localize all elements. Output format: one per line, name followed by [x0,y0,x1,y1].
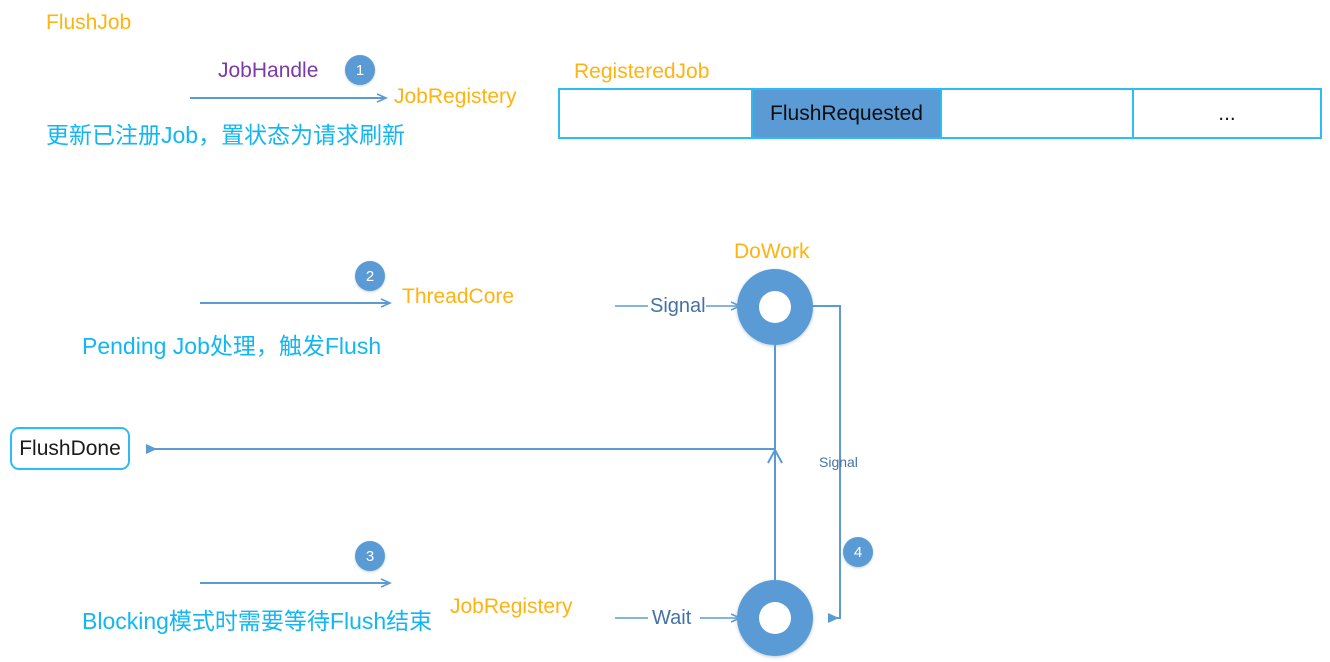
wait-node[interactable] [737,580,813,656]
registered-job-cell-flushrequested[interactable]: FlushRequested [753,90,942,137]
registered-job-title: RegisteredJob [574,60,710,83]
dowork-label: DoWork [734,240,810,263]
step-3-description: Blocking模式时需要等待Flush结束 [82,608,433,634]
wait-to-dowork-line [767,345,783,580]
step-4-badge: 4 [843,537,873,567]
step-2-badge: 2 [355,261,385,291]
registered-job-cell-ellipsis[interactable]: ... [1134,90,1320,137]
registered-job-cell-2[interactable] [942,90,1134,137]
signal-in-label: Signal [650,295,706,317]
registered-job-table: FlushRequested ... [558,88,1322,139]
registered-job-cell-0[interactable] [560,90,753,137]
flushdone-box[interactable]: FlushDone [10,427,130,470]
step-3-target-label: JobRegistery [450,595,573,618]
step-1-description: 更新已注册Job，置状态为请求刷新 [46,122,406,148]
step-2-description: Pending Job处理，触发Flush [82,333,382,359]
page-title: FlushJob [46,11,132,34]
step-2-target-label: ThreadCore [402,285,515,308]
step-1-badge: 1 [345,55,375,85]
wait-in-label: Wait [652,607,692,629]
dowork-node[interactable] [737,269,813,345]
signal-back-label: Signal [819,454,858,470]
step-1-caller-label: JobHandle [218,59,319,82]
step-1-target-label: JobRegistery [394,85,517,108]
step-3-badge: 3 [355,541,385,571]
